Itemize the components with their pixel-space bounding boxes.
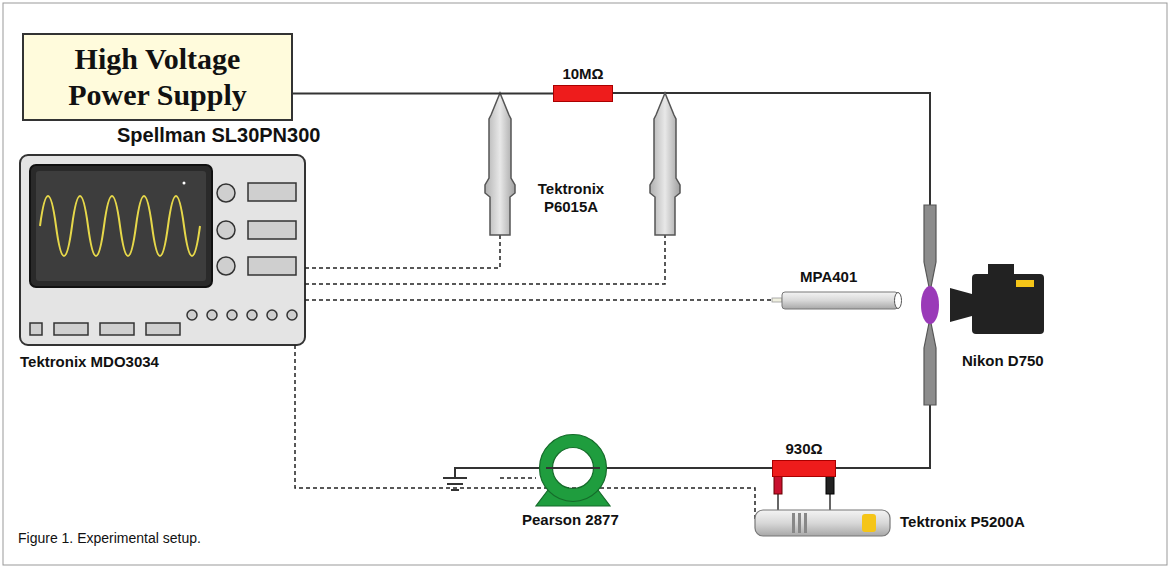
figure-caption: Figure 1. Experimental setup. (18, 530, 201, 546)
wires (455, 93, 930, 478)
component-label: Tektronix MDO3034 (20, 353, 159, 370)
wire (293, 93, 553, 95)
resistor-symbol: 10MΩ (553, 85, 613, 102)
component-label: 10MΩ (562, 65, 603, 82)
box-title: High Voltage Power Supply (34, 41, 281, 113)
figure-frame (3, 3, 1167, 565)
probe-label: Tektronix P6015A (522, 180, 620, 216)
differential-probe (755, 472, 890, 536)
device-label: Spellman SL30PN300 (117, 123, 320, 147)
camera-label: Nikon D750 (962, 352, 1044, 370)
sensor-label: MPA401 (800, 268, 857, 286)
monitor-label: Pearson 2877 (522, 511, 619, 529)
power-supply-box: High Voltage Power Supply (22, 33, 293, 121)
probe-label: Tektronix P5200A (900, 513, 1025, 531)
resistor-symbol: 930Ω (772, 460, 836, 477)
mpa401-sensor (772, 292, 902, 309)
hv-probe (485, 93, 515, 235)
oscilloscope-node: Tektronix MDO3034 (20, 155, 305, 345)
plasma-discharge (921, 286, 939, 324)
camera (950, 264, 1044, 334)
oscilloscope (20, 155, 305, 345)
current-monitor (536, 435, 610, 507)
component-label: 930Ω (785, 440, 822, 457)
hv-probe (650, 93, 680, 235)
signal-cables (295, 235, 772, 522)
